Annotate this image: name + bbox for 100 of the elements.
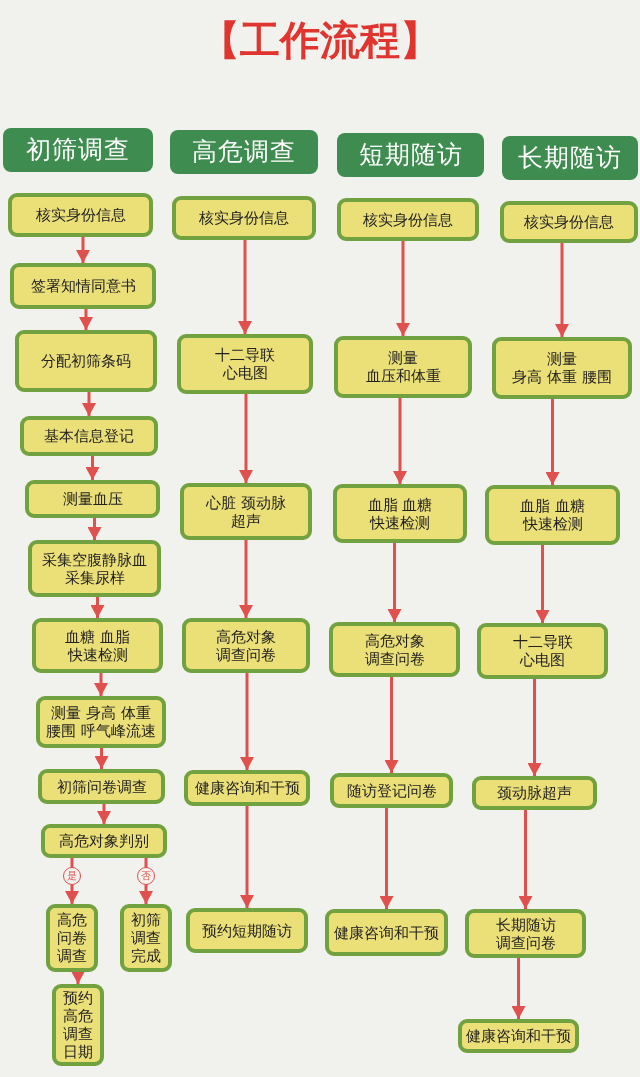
step-text: 身高 体重 腰围 — [512, 368, 612, 386]
step-text: 颈动脉超声 — [497, 784, 572, 802]
process-box — [38, 769, 165, 804]
arrow — [518, 810, 533, 909]
header-text: 短期随访 — [358, 140, 463, 170]
step-text: 核实身份信息 — [524, 213, 614, 231]
process-box — [180, 483, 312, 540]
edge-label: 否 — [137, 867, 155, 886]
process-box — [15, 330, 157, 392]
arrow — [384, 677, 399, 773]
arrow — [82, 392, 96, 416]
step-text: 测量血压 — [62, 490, 123, 508]
process-box — [184, 770, 310, 806]
process-box — [485, 485, 620, 545]
step-text: 测量 身高 体重腰围 呼气峰流速 — [45, 704, 157, 740]
step-text: 高危对象判别 — [59, 832, 149, 850]
arrow — [511, 958, 526, 1019]
arrow — [85, 456, 100, 480]
step-text: 长期随访调查问卷 — [494, 915, 557, 952]
step-text: 健康咨询和干预 — [466, 1027, 571, 1045]
process-box — [120, 904, 172, 972]
arrow — [87, 518, 102, 540]
process-box — [32, 618, 163, 673]
process-box — [10, 263, 156, 309]
step-text: 初筛调查完成 — [130, 911, 162, 965]
process-box — [36, 696, 166, 748]
process-box — [25, 480, 160, 518]
arrow — [535, 545, 550, 623]
process-box — [8, 193, 153, 237]
process-box — [492, 337, 632, 399]
process-box — [182, 618, 310, 673]
title: 【工作流程】 — [200, 16, 440, 64]
process-box — [20, 416, 158, 456]
step-text: 预约高危调查日期 — [62, 989, 94, 1061]
step-text: 预约短期随访 — [202, 921, 292, 940]
arrow — [94, 748, 109, 769]
step-text: 基本信息登记 — [44, 427, 134, 445]
edge-label: 是 — [63, 867, 81, 886]
process-box — [325, 909, 448, 956]
step-text: 核实身份信息 — [363, 210, 453, 229]
step-text: 心脏 颈动脉超声 — [205, 493, 287, 530]
process-box — [472, 776, 597, 810]
arrow — [239, 394, 253, 483]
arrow — [79, 309, 93, 330]
step-text: 采集空腹静脉血采集尿样 — [41, 550, 148, 587]
process-box — [28, 540, 161, 597]
process-box — [41, 824, 167, 858]
process-box — [52, 984, 104, 1066]
process-box — [333, 484, 467, 543]
step-text: 高危问卷调查 — [56, 911, 88, 965]
arrow — [393, 398, 407, 484]
arrow — [90, 597, 105, 618]
step-text: 核实身份信息 — [199, 209, 289, 227]
arrow — [555, 243, 569, 337]
process-box — [186, 908, 308, 953]
step-text: 随访登记问卷 — [346, 781, 437, 800]
step-text: 健康咨询和干预 — [194, 779, 300, 797]
step-text: 高危对象调查问卷 — [215, 627, 277, 664]
process-box — [330, 773, 453, 808]
arrow — [545, 399, 560, 485]
step-text: 测量 — [388, 349, 418, 367]
arrow — [239, 540, 253, 618]
step-text: 十二导联心电图 — [214, 346, 276, 382]
step-text: 测量 — [547, 350, 577, 368]
step-text: 初筛问卷调查 — [56, 777, 147, 796]
process-box — [458, 1019, 579, 1053]
arrow — [76, 237, 90, 263]
arrow — [240, 806, 254, 908]
arrow — [97, 804, 111, 824]
step-text: 血脂 血糖快速检测 — [366, 495, 434, 532]
step-text: 十二导联心电图 — [511, 633, 574, 669]
header-text: 高危调查 — [192, 137, 296, 167]
arrow — [240, 673, 254, 770]
step-text: 血糖 血脂快速检测 — [64, 627, 131, 664]
step-text: 高危对象调查问卷 — [363, 631, 426, 668]
process-box — [334, 336, 472, 398]
step-text: 签署知情同意书 — [30, 277, 136, 295]
arrow — [527, 679, 542, 776]
process-box — [500, 201, 638, 243]
step-text: 血脂 血糖快速检测 — [519, 497, 586, 533]
step-text: 血压和体重 — [365, 367, 441, 385]
step-text: 分配初筛条码 — [41, 352, 131, 370]
step-text: 健康咨询和干预 — [334, 923, 439, 942]
column-header — [502, 136, 638, 180]
column-header — [337, 133, 484, 177]
process-box — [465, 909, 586, 958]
process-box — [172, 196, 316, 240]
arrow — [94, 673, 108, 696]
process-box — [337, 198, 479, 241]
column-header — [3, 128, 153, 172]
header-text: 初筛调查 — [26, 135, 130, 165]
arrow — [396, 241, 410, 336]
process-box — [177, 334, 313, 394]
header-text: 长期随访 — [518, 143, 622, 173]
arrow — [387, 543, 402, 622]
column-header — [170, 130, 318, 174]
process-box — [329, 622, 460, 677]
arrow — [379, 808, 394, 909]
process-box — [477, 623, 608, 679]
step-text: 核实身份信息 — [35, 206, 126, 224]
